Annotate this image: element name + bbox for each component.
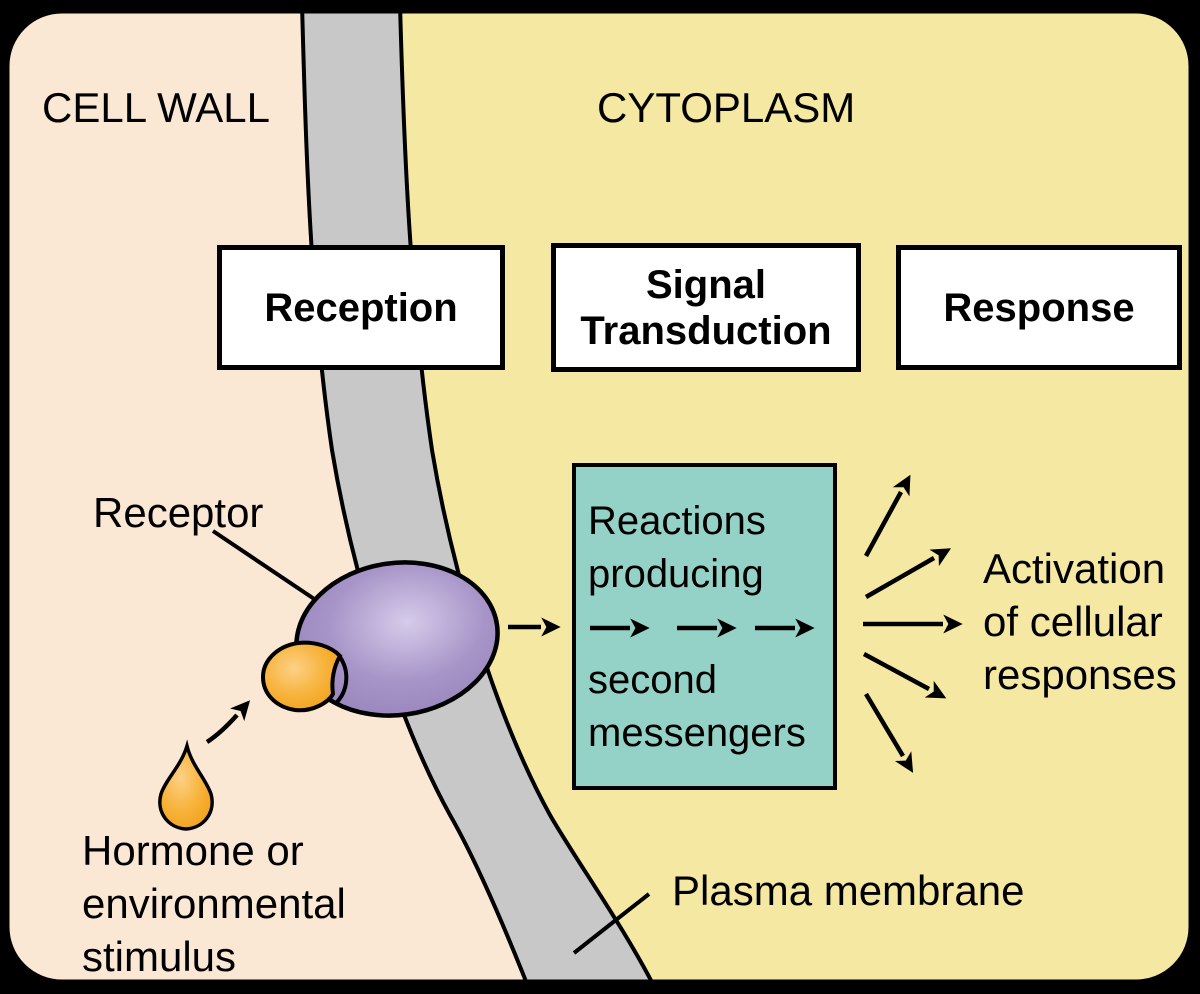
response-fan-arrows [862, 474, 963, 773]
cell-outline [2, 6, 1196, 987]
response-stage-label: Response [943, 285, 1135, 330]
fan-arrow-up-steep [864, 474, 911, 558]
fan-arrow-down [862, 652, 947, 699]
reception-stage-box: Reception [217, 245, 505, 370]
receptor-label: Receptor [93, 489, 264, 536]
plasma-membrane-label: Plasma membrane [672, 867, 1025, 914]
response-stage-box: Response [896, 245, 1182, 370]
cytoplasm-label: CYTOPLASM [597, 84, 856, 131]
second-messenger-box-bottom-text: second messengers [588, 658, 806, 755]
signal-transduction-stage-label: Signal Transduction [580, 262, 832, 353]
cell-wall-label: CELL WALL [42, 84, 270, 131]
reaction-chain-arrows [590, 618, 815, 638]
second-messenger-box: Reactions producing second messengers [572, 463, 837, 790]
fan-arrow-down-steep [864, 692, 914, 773]
receptor-notch-arc [333, 655, 349, 706]
fan-arrow-up [864, 548, 952, 599]
ligand-wedge-shape [260, 640, 343, 713]
plasma-membrane-pointer-line [572, 892, 651, 955]
signal-transduction-stage-box: Signal Transduction [551, 243, 861, 372]
hormone-drop-shape [158, 739, 214, 831]
second-messenger-box-top-text: Reactions producing [588, 499, 766, 596]
hormone-label: Hormone or environmental stimulus [82, 827, 346, 980]
hormone-binding-arrow [205, 700, 251, 744]
reception-stage-label: Reception [264, 285, 458, 330]
activation-label: Activation of cellular responses [983, 545, 1177, 698]
